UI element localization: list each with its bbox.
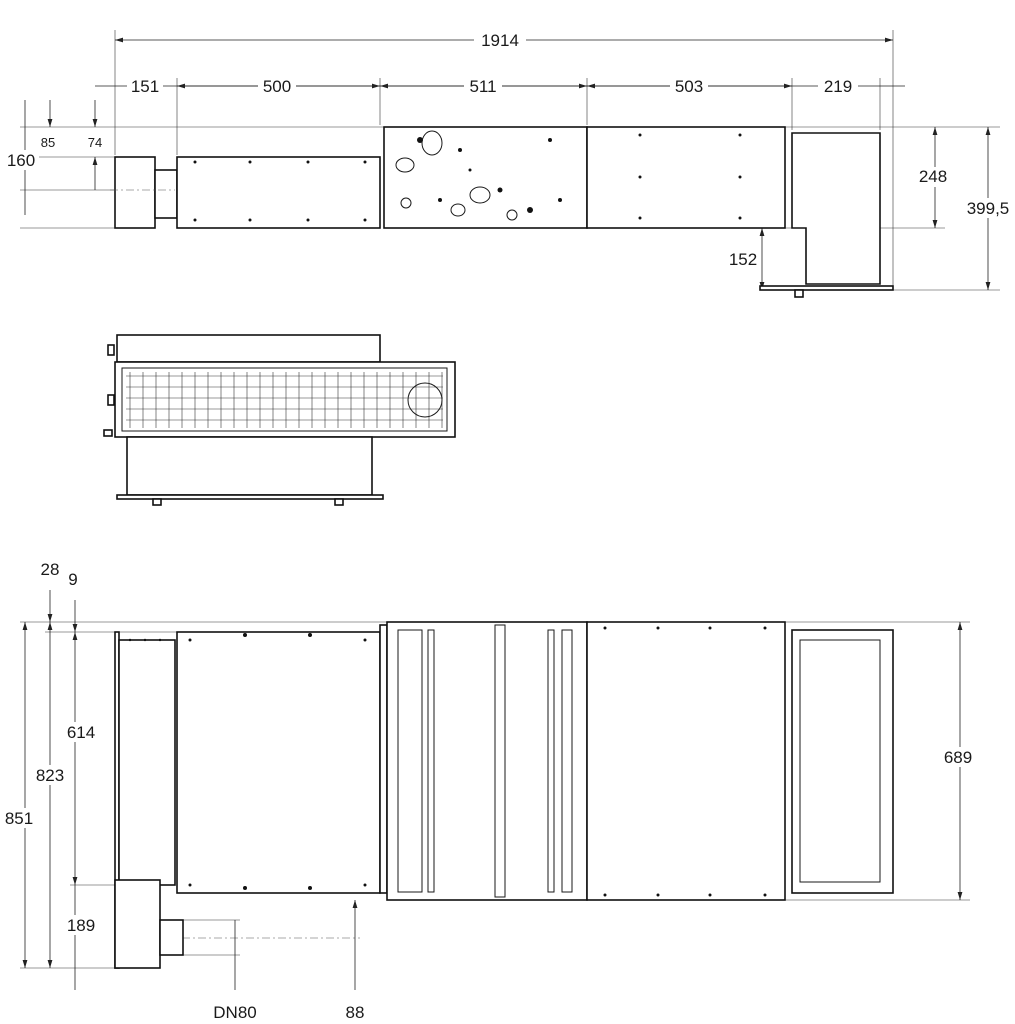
- plan-outlet-hood: [791, 629, 894, 894]
- dim-pipe-offset: 88: [346, 1003, 365, 1022]
- end-view: [103, 334, 456, 506]
- coil-section: [586, 126, 786, 229]
- dim-body-height: 248: [919, 167, 947, 186]
- dim-plan-c: 614: [67, 723, 95, 742]
- dim-segment-5: 219: [824, 77, 852, 96]
- dim-segment-1: 151: [131, 77, 159, 96]
- dim-left-a: 85: [41, 135, 55, 150]
- outlet-hood: [791, 132, 881, 285]
- filter-section: [383, 126, 588, 229]
- dim-segment-2: 500: [263, 77, 291, 96]
- dim-total-height: 399,5: [967, 199, 1010, 218]
- plan-fan-section: [176, 631, 381, 894]
- side-elevation-view: 1914 151 500 511 503 219 160 85 74 248 3…: [3, 30, 1014, 298]
- plan-filter-section: [386, 621, 588, 901]
- dim-overall-length: 1914: [481, 31, 519, 50]
- inlet-collar: [114, 156, 156, 229]
- dim-lower-height: 152: [729, 250, 757, 269]
- dim-plan-a: 28: [41, 560, 60, 579]
- dim-plan-f: 189: [67, 916, 95, 935]
- dim-left-total-height: 160: [7, 151, 35, 170]
- drain-pipe: [159, 919, 184, 956]
- dim-segment-3: 511: [469, 77, 496, 96]
- fan-section: [176, 156, 381, 229]
- plan-coil-section: [586, 621, 786, 901]
- dim-plan-e: 851: [5, 809, 33, 828]
- dim-plan-d: 823: [36, 766, 64, 785]
- plan-view: 28 9 614 823 851 189 DN80 88 689: [1, 559, 978, 1022]
- dim-pipe-size: DN80: [213, 1003, 256, 1022]
- dim-segment-4: 503: [675, 77, 703, 96]
- dim-left-b: 74: [88, 135, 102, 150]
- dim-plan-b: 9: [68, 570, 77, 589]
- drain-box: [114, 879, 161, 969]
- grille: [114, 361, 456, 438]
- dim-plan-width: 689: [944, 748, 972, 767]
